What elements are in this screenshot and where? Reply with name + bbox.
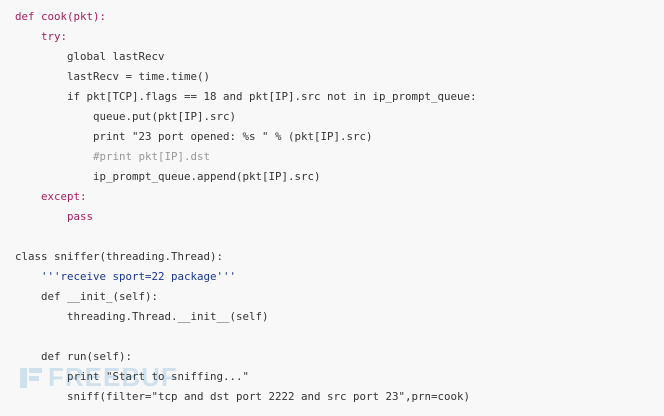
code-line-text: pass <box>15 210 94 223</box>
code-line: def cook(pkt): <box>0 7 664 27</box>
code-line: global lastRecv <box>0 47 664 67</box>
code-line: if pkt[TCP].flags == 18 and pkt[IP].src … <box>0 87 664 107</box>
code-line-text: print "Start to sniffing..." <box>15 370 250 383</box>
code-line: '''receive sport=22 package''' <box>0 267 664 287</box>
code-line-text: threading.Thread.__init__(self) <box>15 310 269 323</box>
code-line-text: print "23 port opened: %s " % (pkt[IP].s… <box>15 130 373 143</box>
code-line: except: <box>0 187 664 207</box>
code-line: lastRecv = time.time() <box>0 67 664 87</box>
code-line: queue.put(pkt[IP].src) <box>0 107 664 127</box>
code-line: print "23 port opened: %s " % (pkt[IP].s… <box>0 127 664 147</box>
code-line <box>0 327 664 347</box>
code-line-text: lastRecv = time.time() <box>15 70 211 83</box>
code-line: print "Start to sniffing..." <box>0 367 664 387</box>
code-line: try: <box>0 27 664 47</box>
code-line-text: ip_prompt_queue.append(pkt[IP].src) <box>15 170 321 183</box>
code-docstring: '''receive sport=22 package''' <box>15 270 237 283</box>
code-line: class sniffer(threading.Thread): <box>0 247 664 267</box>
code-line-text: try: <box>15 30 68 43</box>
code-line-text: def __init_(self): <box>15 290 159 303</box>
code-line: sniff(filter="tcp and dst port 2222 and … <box>0 387 664 407</box>
code-line-text: sniff(filter="tcp and dst port 2222 and … <box>15 390 471 403</box>
code-line-text: def run(self): <box>15 350 133 363</box>
code-line: def __init_(self): <box>0 287 664 307</box>
code-line: ip_prompt_queue.append(pkt[IP].src) <box>0 167 664 187</box>
code-line-text: class sniffer(threading.Thread): <box>15 250 224 263</box>
code-line: threading.Thread.__init__(self) <box>0 307 664 327</box>
code-line-text: def cook(pkt): <box>15 10 107 23</box>
code-line-text: queue.put(pkt[IP].src) <box>15 110 237 123</box>
code-line-text: except: <box>15 190 87 203</box>
code-comment: #print pkt[IP].dst <box>15 150 211 163</box>
code-line: pass <box>0 207 664 227</box>
code-line-text: global lastRecv <box>15 50 165 63</box>
code-line <box>0 227 664 247</box>
code-line-text: if pkt[TCP].flags == 18 and pkt[IP].src … <box>15 90 477 103</box>
code-line: def run(self): <box>0 347 664 367</box>
code-line: #print pkt[IP].dst <box>0 147 664 167</box>
